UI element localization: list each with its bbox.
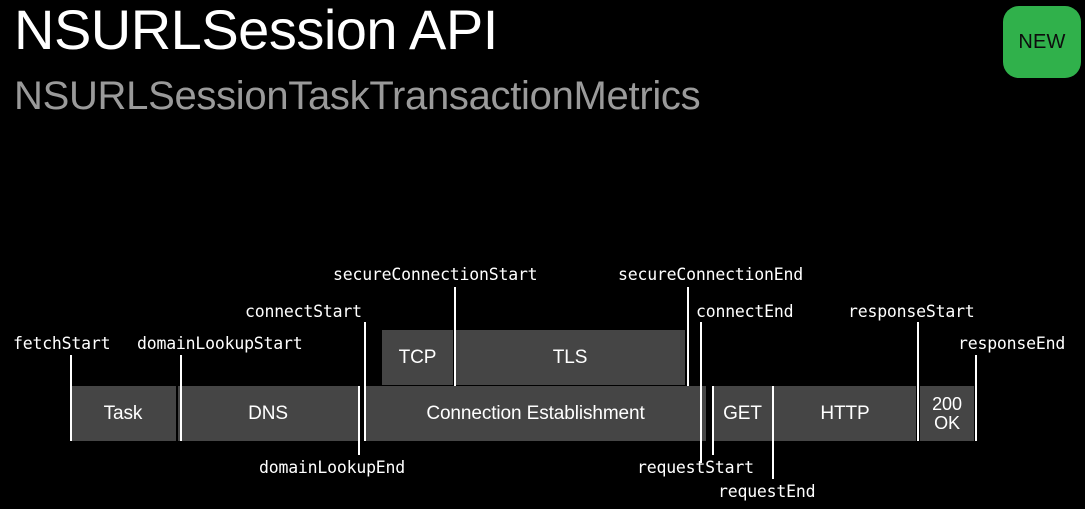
timeline-tick [70,355,72,441]
page-subtitle: NSURLSessionTaskTransactionMetrics [14,74,701,118]
timeline-segment: 200 OK [920,386,974,441]
new-badge: NEW [1003,6,1081,78]
timeline-tick [917,322,919,441]
timeline-tick [358,386,360,455]
timeline-tick [454,287,456,386]
timeline-label-connectEnd: connectEnd [696,302,794,321]
timeline-tick [687,287,689,386]
timeline-label-fetchStart: fetchStart [13,334,111,353]
timeline-tick [975,355,977,441]
timeline-segment: HTTP [774,386,916,441]
timeline-label-domainLookupEnd: domainLookupEnd [259,458,406,477]
timeline-segment: GET [713,386,772,441]
timeline-label-connectStart: connectStart [245,302,362,321]
timeline-tick [364,322,366,441]
timeline-label-requestEnd: requestEnd [718,482,816,501]
timeline-segment: Task [70,386,176,441]
timeline-label-responseStart: responseStart [848,302,975,321]
timeline-segment: DNS [178,386,358,441]
timeline-tick [700,322,702,463]
timeline-segment: TLS [455,330,685,385]
timeline-label-responseEnd: responseEnd [958,334,1066,353]
timeline-label-secureConnectionStart: secureConnectionStart [333,265,538,284]
page-title: NSURLSession API [14,0,498,61]
timeline-label-secureConnectionEnd: secureConnectionEnd [618,265,803,284]
timeline-label-requestStart: requestStart [637,458,754,477]
timeline-tick [712,386,714,455]
timeline-tick [180,355,182,441]
timeline-label-domainLookupStart: domainLookupStart [137,334,303,353]
timeline-segment: Connection Establishment [365,386,706,441]
timeline-segment: TCP [382,330,453,385]
timeline-tick [772,386,774,479]
